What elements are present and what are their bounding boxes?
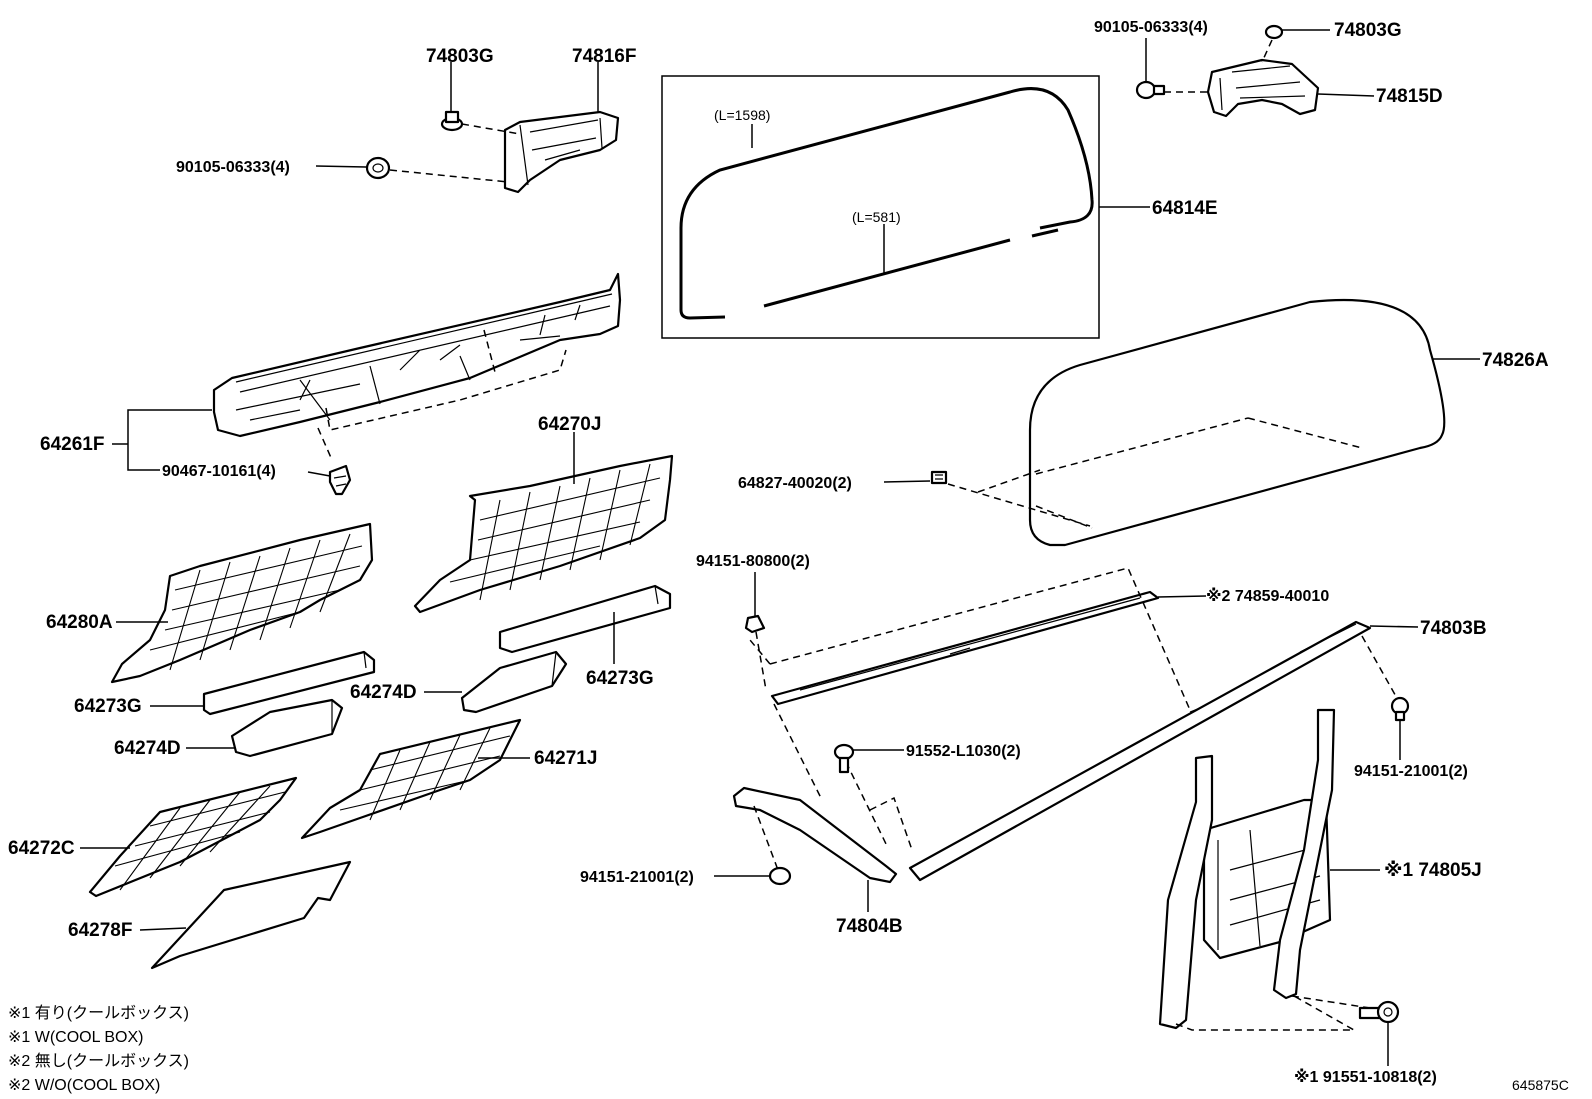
bolt-91552-icon [833, 743, 855, 774]
label-64272c: 64272C [8, 838, 75, 859]
footnotes: ※1 有り(クールボックス) ※1 W(COOL BOX) ※2 無し(クールボ… [8, 1004, 189, 1094]
label-64274d-left: 64274D [114, 738, 181, 759]
label-74859-40010: ※2 74859-40010 [1206, 587, 1329, 605]
footnote-3: ※2 無し(クールボックス) [8, 1052, 189, 1070]
part-74805j-bracket [1158, 708, 1336, 1030]
label-94151-21001-right: 94151-21001(2) [1354, 763, 1468, 780]
part-74815d-bracket [1206, 58, 1320, 118]
part-64278f-sheet [150, 860, 352, 970]
label-64273g-right: 64273G [586, 668, 654, 689]
label-90467: 90467-10161(4) [162, 463, 276, 480]
label-64261f: 64261F [40, 434, 104, 455]
footnote-4: ※2 W/O(COOL BOX) [8, 1077, 160, 1094]
label-64270j: 64270J [538, 414, 601, 435]
label-74816f: 74816F [572, 46, 636, 67]
bolt-91551-icon [1358, 1000, 1400, 1024]
label-64814e: 64814E [1152, 198, 1218, 219]
label-74803b: 74803B [1420, 618, 1487, 639]
label-90105-left: 90105-06333(4) [176, 159, 290, 176]
label-64274d-right: 64274D [350, 682, 417, 703]
label-74815d: 74815D [1376, 86, 1443, 107]
part-64273g-left-strip [202, 650, 376, 716]
label-length-581: (L=581) [852, 209, 901, 225]
label-74803g-left: 74803G [426, 46, 494, 67]
label-91551: ※1 91551-10818(2) [1294, 1068, 1437, 1086]
part-64274d-right-pad [460, 650, 568, 714]
label-94151-80800: 94151-80800(2) [696, 553, 810, 570]
part-74803b-brace [908, 620, 1372, 882]
part-64280a-trim [110, 522, 374, 684]
clip-90105-left-icon [365, 156, 391, 180]
label-64280a: 64280A [46, 612, 113, 633]
label-64273g-left: 64273G [74, 696, 142, 717]
footnote-1: ※1 有り(クールボックス) [8, 1004, 189, 1022]
part-64271j-grille [300, 718, 522, 840]
clip-94151-80800-icon [744, 614, 766, 634]
label-74826a: 74826A [1482, 350, 1549, 371]
clip-90105-right-icon [1135, 80, 1166, 100]
nut-74803g-right-icon [1264, 24, 1284, 40]
label-94151-21001-left: 94151-21001(2) [580, 869, 694, 886]
clip-94151-21001-right-icon [1390, 696, 1410, 722]
part-74804b-bracket [732, 786, 898, 884]
diagram-id: 645875C [1512, 1077, 1569, 1093]
label-74803g-right: 74803G [1334, 20, 1402, 41]
label-length-1598: (L=1598) [714, 107, 770, 123]
label-91552: 91552-L1030(2) [906, 743, 1021, 760]
clip-64827-icon [930, 470, 948, 485]
part-74859-40010-rail [770, 590, 1160, 706]
part-64272c-grille [88, 776, 298, 898]
label-90105-right: 90105-06333(4) [1094, 19, 1208, 36]
part-64274d-left-pad [230, 698, 344, 758]
part-64273g-right-strip [498, 584, 672, 654]
part-74816f-bracket [503, 110, 620, 194]
clip-94151-21001-left-icon [768, 866, 792, 886]
label-64827: 64827-40020(2) [738, 475, 852, 492]
label-74805j: ※1 74805J [1384, 860, 1482, 881]
nut-74803g-left-icon [440, 110, 464, 132]
label-64271j: 64271J [534, 748, 597, 769]
part-64270j-trim [413, 454, 674, 614]
part-64261f-trim [212, 272, 622, 438]
label-64278f: 64278F [68, 920, 132, 941]
footnote-2: ※1 W(COOL BOX) [8, 1029, 144, 1046]
label-74804b: 74804B [836, 916, 903, 937]
clip-90467-icon [328, 464, 352, 496]
part-74826a-cover [1028, 298, 1446, 547]
part-64814e-seal [679, 87, 1094, 320]
